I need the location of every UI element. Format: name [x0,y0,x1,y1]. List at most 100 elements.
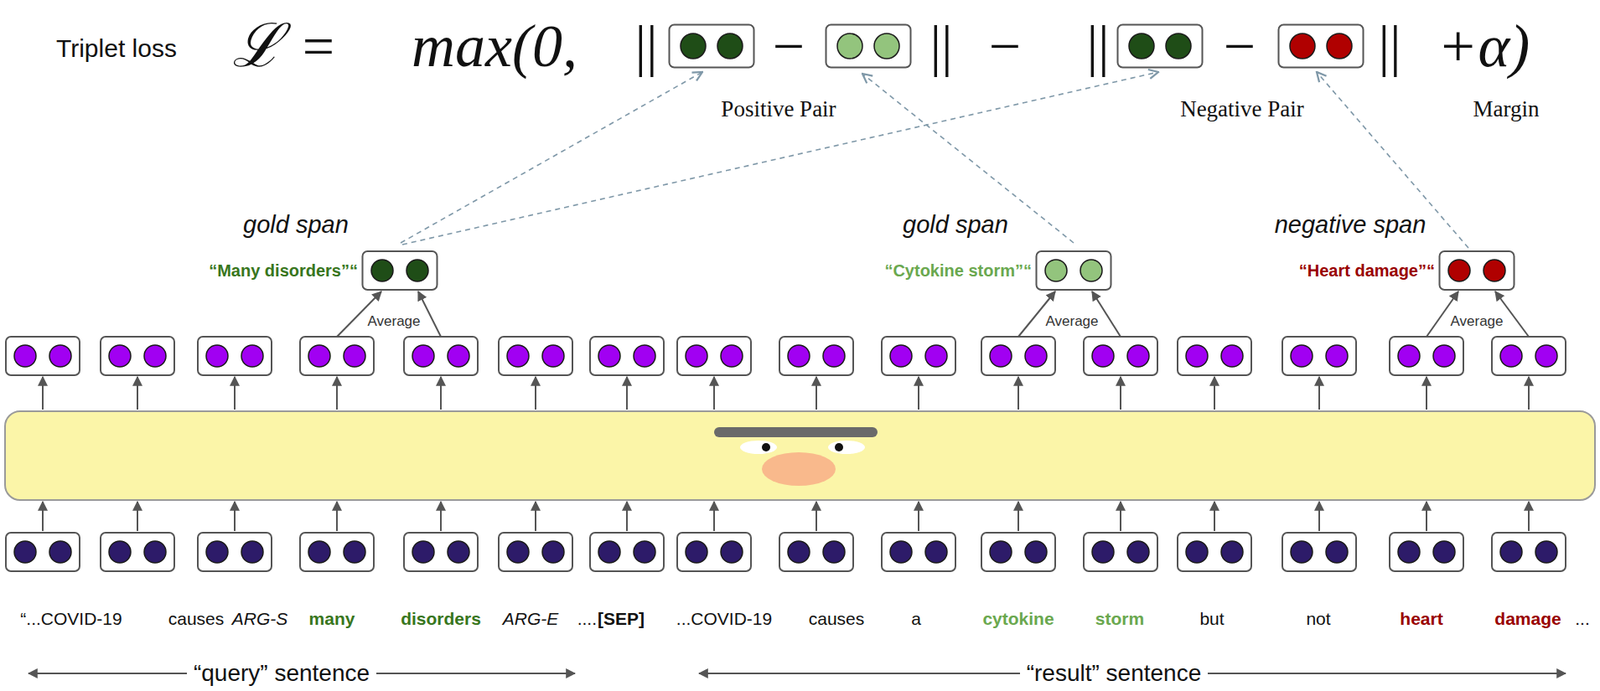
token: causes [808,609,865,630]
input-vector-dot [412,541,435,564]
arrow [1017,377,1020,410]
output-vector-dot [720,345,743,368]
input-vector-dot [685,541,708,564]
output-vector-dot [598,345,621,368]
input-vector [1177,533,1252,572]
formula-caption: Margin [1473,96,1540,123]
arrow [1318,502,1321,532]
output-vector [498,336,573,376]
dashed-arrow [402,72,1159,245]
span-heading: gold span [243,211,349,239]
arrow [1425,377,1428,410]
input-vector-dot [1325,541,1348,564]
input-vector-dot [144,541,166,564]
arrow [815,502,818,532]
formula-vector-dot [680,33,706,59]
formula-symbol: − [1223,17,1256,75]
input-vector [197,533,272,572]
output-vector [197,336,272,376]
input-vector [5,533,80,572]
formula-symbol: max(0, [411,15,578,77]
input-vector-dot [1433,541,1456,564]
input-vector-dot [343,541,366,564]
input-vector [1389,533,1464,572]
output-vector-dot [1092,345,1114,368]
formula-caption: Positive Pair [720,96,836,123]
input-vector-dot [633,541,656,564]
arrow [713,377,715,410]
arrow [1213,502,1216,532]
formula-vector-dot [717,33,743,59]
input-vector [403,533,478,572]
average-label: Average [366,314,421,329]
token: ...COVID-19 [676,609,772,630]
output-vector [5,336,80,376]
input-vector-dot [720,541,743,564]
input-vector-dot [890,541,912,564]
formula-vector [826,25,912,68]
dashed-arrow [862,73,1074,244]
token: not [1305,609,1331,630]
formula-vector [669,25,755,68]
arrow [440,502,442,532]
average-label: Average [1044,314,1099,329]
arrow [1527,502,1530,532]
input-vector-dot [308,541,331,564]
input-vector-dot [49,541,72,564]
token: ARG-S [232,609,289,630]
output-vector [677,336,751,376]
face-pupil [761,443,771,452]
input-vector-dot [1025,541,1047,564]
formula-vector-dot [1165,33,1191,59]
formula-vector-dot [1326,33,1352,59]
arrow [136,377,139,410]
output-vector [100,336,175,376]
arrow [917,502,920,532]
arrow [1017,502,1020,532]
arrow [336,377,338,410]
arrow [1119,502,1122,532]
arrow [440,377,442,410]
arrow [233,377,236,410]
token: ARG-E [502,609,560,630]
formula-symbol: || [929,17,953,75]
output-vector-dot [925,345,948,368]
output-vector-dot [989,345,1012,368]
span-heading: negative span [1274,211,1427,239]
arrow [41,502,44,532]
input-vector [881,533,956,572]
formula-symbol: || [1086,17,1109,75]
input-vector [100,533,175,572]
token: but [1199,609,1224,630]
face-pupil [834,443,844,452]
token: many [309,609,356,630]
input-vector [677,533,751,572]
formula-symbol: − [988,17,1021,75]
arrow [233,502,236,532]
input-vector-dot [1290,541,1313,564]
output-vector-dot [787,345,810,368]
input-vector-dot [1535,541,1558,564]
output-vector-dot [1535,345,1558,368]
token: [SEP] [597,609,645,630]
arrow [534,502,537,532]
output-vector-dot [343,345,366,368]
formula-vector-dot [1289,33,1316,59]
arrow [626,377,628,410]
sentence-label: “query” sentence [186,660,377,688]
token: a [911,609,922,630]
formula-symbol: = [302,17,335,75]
arrow [1527,377,1530,410]
input-vector-dot [206,541,228,564]
input-vector [1491,533,1566,572]
input-vector [300,533,374,572]
formula-vector-dot [837,33,863,59]
formula-vector-dot [1128,33,1155,59]
input-vector [779,533,854,572]
arrow [815,377,818,410]
input-vector-dot [14,541,37,564]
output-vector [1389,336,1464,376]
output-vector-dot [507,345,529,368]
span-vector-dot [406,259,429,282]
input-vector [590,533,664,572]
